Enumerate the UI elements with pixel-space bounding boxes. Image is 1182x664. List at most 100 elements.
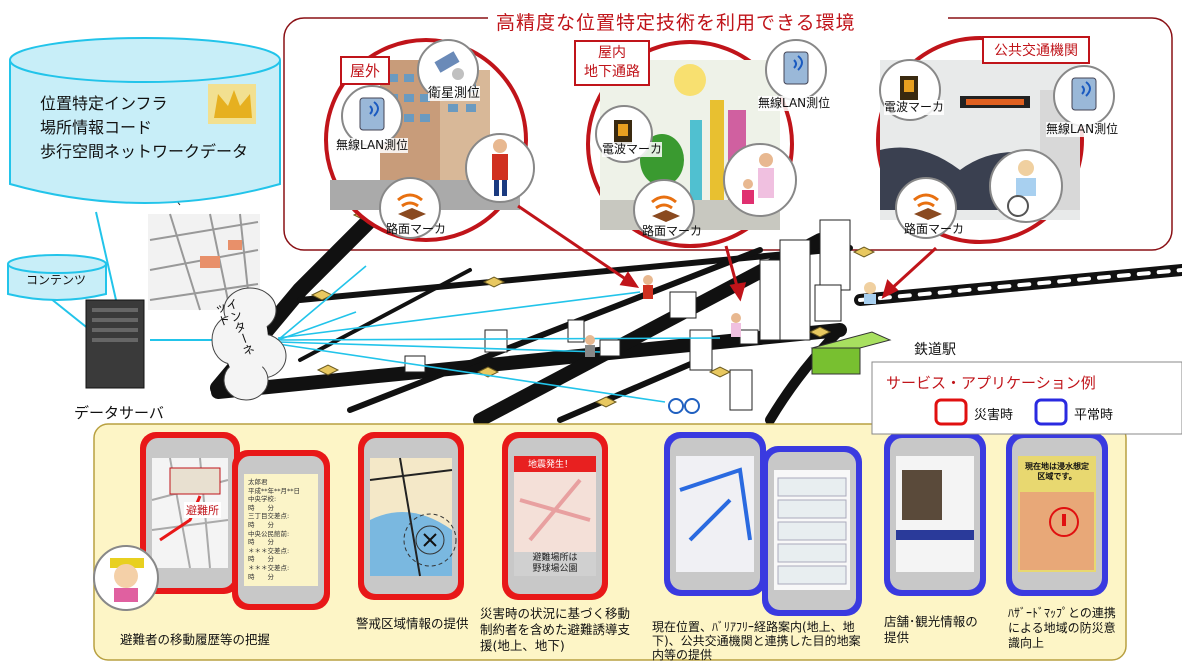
building (814, 284, 842, 322)
log-line: 時 分 (248, 503, 274, 512)
road-diag-3 (557, 357, 703, 423)
log-line: 時 分 (248, 555, 274, 564)
scene-title-outdoor: 屋外 (340, 56, 391, 85)
marker-glyphs (397, 193, 939, 210)
internet-rays (277, 265, 721, 403)
internet-cloud (211, 287, 287, 401)
building (599, 339, 621, 357)
legend-disaster-swatch (934, 398, 968, 426)
crown-icon (208, 84, 256, 124)
scene-title-transit: 公共交通機関 (982, 36, 1090, 64)
label-radio-transit: 電波マーカ (884, 100, 945, 115)
station-building (811, 347, 861, 375)
label-wlan-outdoor: 無線LAN測位 (336, 138, 409, 153)
road-marker-icon (633, 179, 695, 241)
building (567, 319, 585, 343)
phones (93, 432, 1108, 616)
log-line: 時 分 (248, 520, 274, 529)
road-back (297, 245, 853, 303)
marker (482, 276, 506, 288)
caption-evacuation-guidance: 災害時の状況に基づく移動制約者を含めた避難誘導支援(地上、地下) (480, 606, 631, 653)
marker (708, 366, 732, 378)
radio-glyphs (614, 76, 918, 144)
building (819, 219, 851, 291)
infra-line: 位置特定インフラ (40, 94, 168, 113)
building (669, 291, 697, 319)
server-icon (85, 299, 145, 389)
label-radio-indoor: 電波マーカ (602, 142, 663, 157)
infrastructure-list: 位置特定インフラ 場所情報コード 歩行空間ネットワークデータ (40, 92, 248, 164)
evac-line: 野球場公園 (532, 564, 578, 574)
infra-line: 歩行空間ネットワークデータ (40, 142, 249, 161)
building (729, 369, 753, 411)
contents-label: コンテンツ (26, 273, 87, 287)
road-main (211, 323, 847, 399)
label-marker-transit: 路面マーカ (904, 222, 965, 236)
building (779, 239, 811, 341)
caption-route-guidance: 現在位置、ﾊﾞﾘｱﾌﾘｰ経路案内(地上、地下)、公共交通機関と連携した目的地案内… (652, 620, 861, 662)
road-marker-icon (379, 177, 441, 239)
satellite-glyph (434, 51, 464, 80)
log-line: ＊＊＊交差点: (248, 563, 290, 572)
building (739, 329, 759, 345)
railway-ties (858, 268, 1182, 302)
marker (594, 396, 618, 408)
legend-title: サービス・アプリケーション例 (886, 374, 1096, 392)
log-line: 時 分 (248, 538, 274, 547)
environment-title: 高精度な位置特定技術を利用できる環境 (496, 12, 856, 34)
screen-alert: 地震発生！ (528, 460, 574, 470)
label-marker-indoor: 路面マーカ (642, 224, 703, 238)
building (484, 329, 508, 353)
data-server-label: データサーバ (74, 404, 164, 422)
indoor-title-line: 地下通路 (584, 64, 640, 80)
log-line: 中央学校: (248, 495, 277, 504)
applications-panel (93, 423, 1127, 661)
label-satellite: 衛星測位 (428, 86, 481, 101)
legend-normal-label: 平常時 (1074, 408, 1114, 423)
icon-circles (341, 39, 1115, 241)
legend-box (871, 361, 1182, 435)
people (492, 139, 1036, 217)
map-people (585, 275, 876, 414)
caption-hazard-map: ﾊｻﾞｰﾄﾞﾏｯﾌﾟとの連携による地域の防災意識向上 (1008, 606, 1116, 650)
title-backdrop (488, 6, 948, 32)
building (689, 329, 713, 371)
buildings (404, 219, 851, 411)
wlan-glyphs (359, 51, 1097, 131)
indoor-title-line: 屋内 (598, 45, 626, 61)
road-markers (310, 209, 876, 408)
marker (852, 246, 876, 258)
railway-station-label: 鉄道駅 (910, 338, 960, 360)
log-line: 平成**年**月**日 (248, 486, 300, 495)
screen-log: 太郎君 平成**年**月**日 中央学校: 時 分 三丁目交差点: 時 分 中央… (248, 478, 318, 581)
log-line: ＊＊＊交差点: (248, 546, 290, 555)
scene-title-indoor: 屋内 地下通路 (574, 40, 650, 86)
label-wlan-transit: 無線LAN測位 (1046, 122, 1119, 137)
contents-cylinder (7, 254, 107, 301)
legend-normal-swatch (1034, 398, 1068, 426)
infra-line: 場所情報コード (40, 118, 153, 137)
scene-arrows (517, 204, 938, 302)
road-diag-1 (347, 247, 763, 413)
marker-plates (398, 208, 942, 222)
road-marker-icon (895, 177, 957, 239)
marker (808, 326, 832, 338)
log-line: 中央公民館前: (248, 529, 290, 538)
evac-line: 避難場所は (532, 553, 578, 563)
road-station (765, 325, 845, 425)
log-line: 三丁目交差点: (248, 512, 290, 521)
caption-evacuee-history: 避難者の移動履歴等の把握 (120, 632, 271, 647)
caption-shop-info: 店舗･観光情報の提供 (884, 614, 978, 645)
log-line: 時 分 (248, 572, 274, 581)
label-wlan-indoor: 無線LAN測位 (758, 96, 831, 111)
screen-shelter-label: 避難所 (184, 502, 221, 518)
caption-warning-zone: 警戒区域情報の提供 (356, 616, 469, 631)
label-marker-outdoor: 路面マーカ (386, 222, 447, 236)
legend-disaster-label: 災害時 (974, 408, 1014, 423)
road-diag-4 (298, 268, 472, 362)
screen-hazard-message: 現在地は浸水想定区域です。 (1025, 462, 1089, 481)
log-title: 太郎君 (248, 478, 268, 486)
screen-evac-message: 避難場所は 野球場公園 (520, 553, 590, 575)
marker (316, 364, 340, 376)
